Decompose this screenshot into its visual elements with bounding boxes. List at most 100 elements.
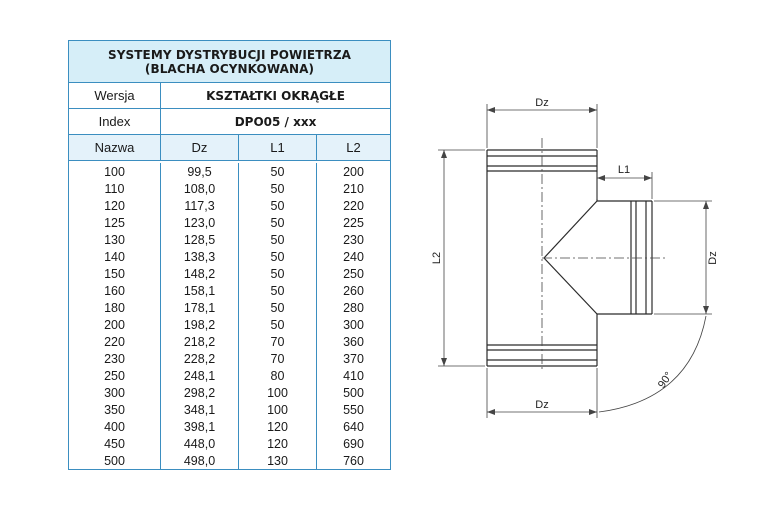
cell-dz: 498,0 [161,452,239,469]
spec-table: SYSTEMY DYSTRYBUCJI POWIETRZA (BLACHA OC… [68,40,391,470]
cell-nazwa: 180 [69,299,161,316]
dimension-label-dz-side: Dz [707,251,719,264]
cell-l1: 50 [239,214,317,231]
cell-nazwa: 130 [69,231,161,248]
cell-l1: 80 [239,367,317,384]
cell-dz: 178,1 [161,299,239,316]
cell-l1: 50 [239,180,317,197]
cell-l2: 220 [343,198,364,213]
version-value: KSZTAŁTKI OKRĄGŁE [206,88,345,103]
cell-dz: 99,5 [161,163,239,180]
version-row: Wersja KSZTAŁTKI OKRĄGŁE [69,83,390,109]
cell-nazwa: 140 [69,248,161,265]
cell-dz: 228,2 [161,350,239,367]
cell-nazwa: 500 [69,452,161,469]
cell-l2: 250 [343,266,364,281]
cell-l1: 50 [239,265,317,282]
column-header-nazwa: Nazwa [69,135,161,160]
cell-nazwa: 150 [69,265,161,282]
cell-l1: 50 [239,316,317,333]
cell-l2: 300 [343,317,364,332]
cell-l2: 640 [343,419,364,434]
column-header-row: Nazwa Dz L1 L2 [69,135,390,161]
cell-l1: 50 [239,299,317,316]
table-title: SYSTEMY DYSTRYBUCJI POWIETRZA (BLACHA OC… [69,41,390,83]
index-value: DPO05 / xxx [234,114,317,129]
cell-dz: 158,1 [161,282,239,299]
cell-l2: 210 [343,181,364,196]
cell-dz: 123,0 [161,214,239,231]
cell-l1: 130 [239,452,317,469]
cell-l2: 410 [343,368,364,383]
cell-nazwa: 200 [69,316,161,333]
cell-l1: 100 [239,401,317,418]
cell-nazwa: 110 [69,180,161,197]
cell-nazwa: 450 [69,435,161,452]
cell-l2: 370 [343,351,364,366]
cell-nazwa: 125 [69,214,161,231]
dimension-label-dz-bottom: Dz [535,399,548,411]
cell-l2: 200 [343,164,364,179]
cell-dz: 218,2 [161,333,239,350]
cell-l1: 70 [239,350,317,367]
cell-nazwa: 350 [69,401,161,418]
cell-l1: 50 [239,197,317,214]
cell-dz: 128,5 [161,231,239,248]
cell-l2: 360 [343,334,364,349]
cell-l1: 50 [239,231,317,248]
column-header-dz: Dz [161,135,239,160]
cell-l1: 120 [239,435,317,452]
cell-nazwa: 230 [69,350,161,367]
cell-l2: 230 [343,232,364,247]
cell-nazwa: 400 [69,418,161,435]
cell-dz: 108,0 [161,180,239,197]
dimension-label-l2: L2 [431,252,443,264]
table-title-line1: SYSTEMY DYSTRYBUCJI POWIETRZA [107,47,352,62]
cell-l1: 50 [239,248,317,265]
cell-dz: 248,1 [161,367,239,384]
cell-dz: 198,2 [161,316,239,333]
cell-nazwa: 100 [69,163,161,180]
angle-label: 90° [656,370,675,391]
cell-l2: 690 [343,436,364,451]
cell-l2: 260 [343,283,364,298]
cell-l2: 550 [343,402,364,417]
cell-dz: 348,1 [161,401,239,418]
cell-l2: 760 [343,453,364,468]
cell-dz: 138,3 [161,248,239,265]
cell-l1: 120 [239,418,317,435]
cell-nazwa: 160 [69,282,161,299]
cell-dz: 117,3 [161,197,239,214]
version-label: Wersja [69,83,161,108]
dimension-label-dz-top: Dz [535,97,548,109]
cell-nazwa: 120 [69,197,161,214]
column-header-l2: L2 [346,140,361,155]
dimension-label-l1: L1 [618,164,630,176]
cell-dz: 148,2 [161,265,239,282]
cell-l2: 500 [343,385,364,400]
index-row: Index DPO05 / xxx [69,109,390,135]
index-label: Index [69,109,161,134]
cell-l2: 240 [343,249,364,264]
column-header-l1: L1 [239,135,317,160]
cell-dz: 298,2 [161,384,239,401]
table-title-line2: (BLACHA OCYNKOWANA) [144,61,315,76]
